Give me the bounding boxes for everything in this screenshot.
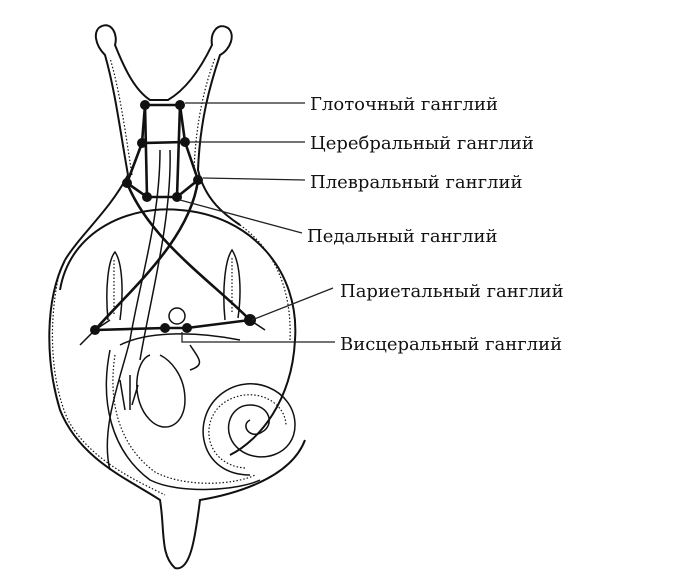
label-cerebral-ganglion: Церебральный ганглий: [310, 133, 534, 154]
label-pharyngeal-ganglion: Глоточный ганглий: [310, 94, 498, 115]
pleural-ganglion-right: [193, 175, 203, 185]
cerebral-ganglion-right: [180, 137, 190, 147]
label-pedal-ganglion: Педальный ганглий: [307, 226, 497, 247]
pharyngeal-ganglion-left: [140, 100, 150, 110]
pleural-ganglion-left: [122, 178, 132, 188]
cerebral-ganglion-left: [137, 138, 147, 148]
leader-lines: [179, 102, 335, 343]
visceral-ganglion-right: [182, 323, 192, 333]
parietal-ganglion-right: [244, 314, 256, 326]
nervous-system: [79, 100, 266, 471]
pharyngeal-ganglion-right: [175, 100, 185, 110]
label-pleural-ganglion: Плевральный ганглий: [310, 172, 522, 193]
label-visceral-ganglion: Висцеральный ганглий: [340, 334, 562, 355]
label-parietal-ganglion: Париетальный ганглий: [340, 281, 564, 302]
snail-body-outline: [48, 24, 306, 570]
labels: Глоточный ганглий Церебральный ганглий П…: [307, 94, 564, 355]
pedal-ganglion-left: [142, 192, 152, 202]
pedal-ganglion-right: [172, 192, 182, 202]
visceral-ganglion-left: [160, 323, 170, 333]
parietal-ganglion-left: [90, 325, 100, 335]
